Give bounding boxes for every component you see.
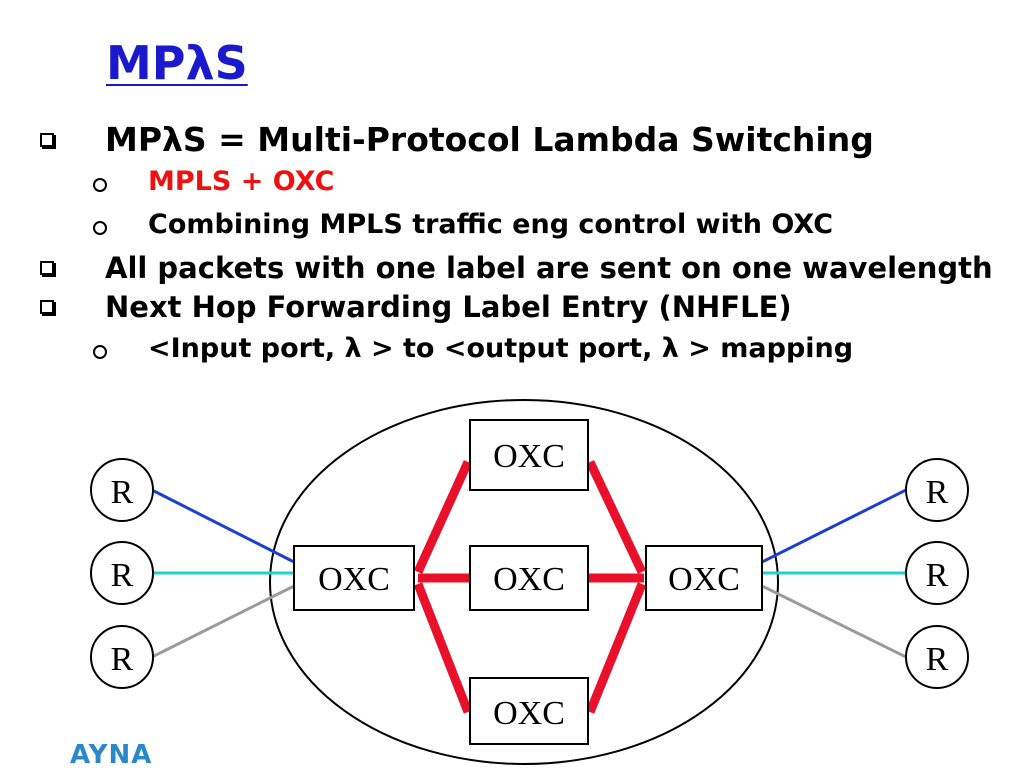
- slide-title: MPλS: [106, 36, 248, 90]
- optical-network-ellipse: [269, 399, 779, 765]
- lightpaths: [413, 460, 647, 714]
- square-bullet-icon: [40, 300, 54, 314]
- lightpath-right-top: [585, 460, 647, 574]
- router-right-2: [905, 541, 969, 605]
- oxc-label: OXC: [318, 561, 390, 598]
- oxc-label: OXC: [493, 438, 565, 475]
- circle-bullet-icon: [93, 221, 107, 235]
- bullet-nhfle: Next Hop Forwarding Label Entry (NHFLE): [105, 290, 792, 324]
- bullet-mplambdas-definition: MPλS = Multi-Protocol Lambda Switching: [105, 120, 874, 159]
- square-bullet-icon: [40, 261, 54, 275]
- lightpath-left-bottom: [413, 582, 473, 714]
- router-label: R: [926, 474, 949, 511]
- ayna-logo: AYNA: [70, 740, 153, 770]
- router-left-3: [90, 625, 154, 689]
- router-label: R: [111, 557, 134, 594]
- bullet-combining: Combining MPLS traffic eng control with …: [148, 209, 834, 240]
- oxc-right: [645, 545, 763, 611]
- oxc-label: OXC: [668, 561, 740, 598]
- circle-bullet-icon: [93, 178, 107, 192]
- circle-bullet-icon: [93, 345, 107, 359]
- router-right-3: [905, 625, 969, 689]
- router-label: R: [926, 557, 949, 594]
- router-label: R: [926, 641, 949, 678]
- router-right-1: [905, 458, 969, 522]
- lightpath-left-top: [413, 460, 473, 574]
- link-gray-right: [761, 584, 907, 659]
- link-blue-right: [761, 488, 907, 564]
- oxc-top: [469, 419, 589, 491]
- link-gray-left: [151, 584, 295, 659]
- lightpath-right-bottom: [585, 582, 647, 714]
- bullet-mapping: <Input port, λ > to <output port, λ > ma…: [148, 333, 854, 364]
- router-left-1: [90, 458, 154, 522]
- oxc-bottom: [469, 677, 589, 745]
- oxc-left: [293, 545, 415, 611]
- oxc-middle: [469, 545, 589, 611]
- oxc-label: OXC: [493, 561, 565, 598]
- router-label: R: [111, 474, 134, 511]
- router-left-2: [90, 541, 154, 605]
- bullet-packets-wavelength: All packets with one label are sent on o…: [105, 251, 993, 285]
- bullet-mpls-oxc: MPLS + OXC: [148, 166, 335, 197]
- router-label: R: [111, 641, 134, 678]
- square-bullet-icon: [40, 133, 54, 147]
- oxc-label: OXC: [493, 695, 565, 732]
- link-blue-left: [151, 488, 295, 564]
